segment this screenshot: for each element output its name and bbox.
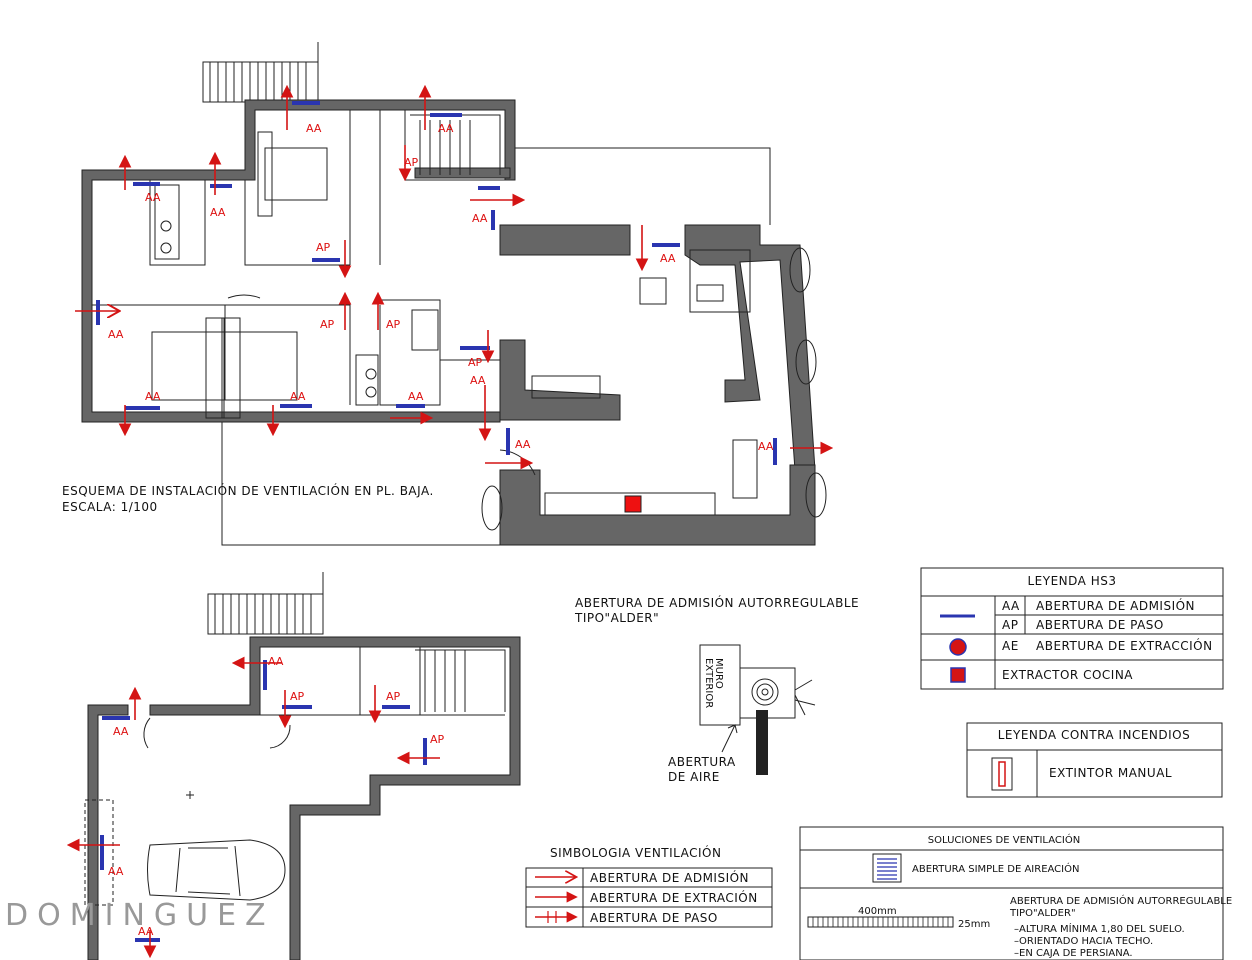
svg-text:–ORIENTADO HACIA TECHO.: –ORIENTADO HACIA TECHO. (1014, 936, 1153, 947)
ventilation-arrows (75, 84, 834, 470)
svg-text:AE: AE (1002, 639, 1019, 653)
svg-text:AA: AA (210, 206, 226, 219)
svg-text:AA: AA (472, 212, 488, 225)
garage-car (147, 839, 286, 901)
svg-text:ABERTURA DE PASO: ABERTURA DE PASO (590, 911, 718, 925)
svg-text:AP: AP (316, 241, 331, 254)
exterior-stairs (202, 42, 319, 103)
svg-text:AP: AP (430, 733, 445, 746)
lower-stairs (207, 572, 324, 635)
svg-text:AA: AA (290, 390, 306, 403)
svg-text:AA: AA (1002, 599, 1020, 613)
svg-text:AA: AA (108, 328, 124, 341)
svg-text:AP: AP (320, 318, 335, 331)
svg-text:AA: AA (660, 252, 676, 265)
svg-text:AP: AP (290, 690, 305, 703)
ground-floor-plan: AA AA AA AA AA AA AA AA AA AA AA AA AA A… (62, 42, 834, 546)
symbology-title: SIMBOLOGIA VENTILACIÓN (550, 845, 721, 860)
alder-type: TIPO"ALDER" (574, 611, 659, 625)
svg-text:AA: AA (438, 122, 454, 135)
admission-openings (96, 101, 777, 465)
svg-text:AP: AP (468, 356, 483, 369)
symbology-legend: SIMBOLOGIA VENTILACIÓN ABERTURA DE ADMIS… (525, 845, 773, 928)
dimension-height: 25mm (958, 919, 990, 930)
svg-text:–ALTURA MÍNIMA 1,80 DEL SUELO.: –ALTURA MÍNIMA 1,80 DEL SUELO. (1014, 922, 1185, 935)
svg-text:AA: AA (408, 390, 424, 403)
plan-scale: ESCALA: 1/100 (62, 500, 158, 514)
svg-text:AP: AP (386, 318, 401, 331)
svg-text:AA: AA (758, 440, 774, 453)
svg-text:EXTERIOR: EXTERIOR (703, 658, 714, 708)
svg-text:ABERTURA DE ADMISIÓN AUTORREGU: ABERTURA DE ADMISIÓN AUTORREGULABLE (1010, 894, 1232, 907)
svg-text:AA: AA (145, 390, 161, 403)
svg-text:AA: AA (145, 191, 161, 204)
legend-hs3: LEYENDA HS3 AA ABERTURA DE ADMISIÓN AP A… (920, 567, 1224, 690)
alder-detail: ABERTURA DE ADMISIÓN AUTORREGULABLE TIPO… (574, 595, 859, 784)
svg-text:AP: AP (386, 690, 401, 703)
svg-text:–EN CAJA DE PERSIANA.: –EN CAJA DE PERSIANA. (1014, 948, 1133, 959)
interior-walls (92, 110, 771, 546)
svg-text:EXTRACTOR COCINA: EXTRACTOR COCINA (1002, 668, 1133, 682)
furniture (151, 131, 827, 531)
svg-text:AA: AA (470, 374, 486, 387)
svg-text:TIPO"ALDER": TIPO"ALDER" (1009, 908, 1076, 919)
svg-text:AA: AA (113, 725, 129, 738)
legend-fire: LEYENDA CONTRA INCENDIOS EXTINTOR MANUAL (966, 722, 1223, 798)
svg-text:AA: AA (138, 925, 154, 938)
simple-opening-label: ABERTURA SIMPLE DE AIREACIÓN (912, 862, 1079, 875)
plan-title: ESQUEMA DE INSTALACIÓN DE VENTILACIÓN EN… (62, 483, 434, 498)
exterior-walls (81, 99, 816, 546)
dimension-width: 400mm (858, 906, 897, 917)
svg-text:AA: AA (108, 865, 124, 878)
alder-title: ABERTURA DE ADMISIÓN AUTORREGULABLE (575, 595, 859, 610)
solutions-title: SOLUCIONES DE VENTILACIÓN (928, 833, 1080, 846)
legend-fire-title: LEYENDA CONTRA INCENDIOS (998, 728, 1191, 742)
svg-text:ABERTURA DE EXTRACIÓN: ABERTURA DE EXTRACIÓN (590, 890, 758, 905)
air-opening-label-1: ABERTURA (668, 755, 736, 769)
air-opening-label-2: DE AIRE (668, 770, 720, 784)
svg-text:ABERTURA DE EXTRACCIÓN: ABERTURA DE EXTRACCIÓN (1036, 638, 1213, 653)
svg-text:AA: AA (306, 122, 322, 135)
legend-hs3-title: LEYENDA HS3 (1028, 574, 1117, 588)
opening-labels: AA AA AA AA AA AA AA AA AA AA AA AA AA A… (108, 122, 774, 453)
svg-text:AP: AP (404, 156, 419, 169)
lower-floor-plan: AA AA AA AA AP AP AP (66, 572, 521, 960)
svg-text:ABERTURA DE ADMISIÓN: ABERTURA DE ADMISIÓN (590, 870, 749, 885)
svg-text:AA: AA (515, 438, 531, 451)
extinguisher-label: EXTINTOR MANUAL (1049, 766, 1172, 780)
svg-text:ABERTURA DE ADMISIÓN: ABERTURA DE ADMISIÓN (1036, 598, 1195, 613)
svg-text:AP: AP (1002, 618, 1018, 632)
svg-text:ABERTURA DE PASO: ABERTURA DE PASO (1036, 618, 1164, 632)
watermark: DOMINGUEZ (5, 898, 275, 933)
svg-text:AA: AA (268, 655, 284, 668)
svg-text:MURO: MURO (713, 658, 724, 689)
ventilation-solutions: SOLUCIONES DE VENTILACIÓN ABERTURA SIMPL… (799, 826, 1232, 960)
